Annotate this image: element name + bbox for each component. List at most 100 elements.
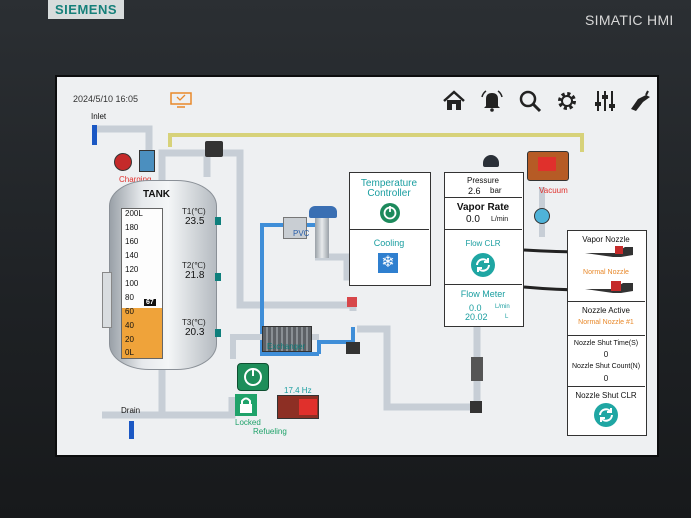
motor-alarm-indicator <box>299 399 317 415</box>
nozzle-divider <box>567 386 645 387</box>
pipe-network <box>95 125 588 419</box>
flow-meter-body <box>471 357 483 381</box>
flow-meter-total: 20.02 <box>465 312 488 322</box>
gauge-tick: 180 <box>125 223 139 232</box>
check-valve-icon[interactable] <box>346 342 360 354</box>
sensor-icon <box>215 273 221 281</box>
heat-exchanger <box>262 326 312 352</box>
readings-panel <box>444 172 524 327</box>
charging-valve-icon[interactable] <box>139 150 155 172</box>
gauge-tick: 200L <box>125 209 143 218</box>
nozzle-active-label: Nozzle Active <box>581 306 631 315</box>
charging-pump-icon[interactable] <box>114 153 132 171</box>
gauge-tick: 60 <box>125 307 134 316</box>
hmi-screen: 2024/5/10 16:05 Inlet Charging <box>55 75 659 457</box>
pvc-label: PVC <box>293 229 310 238</box>
vapor-rate-label: Vapor Rate <box>456 202 510 213</box>
frequency-readout: 17.4 Hz <box>284 386 312 395</box>
tank-level-gauge: 200L 180 160 140 120 100 80 60 40 20 0L <box>121 208 163 359</box>
sensor-icon <box>215 217 221 225</box>
vacuum-alarm-indicator <box>538 157 556 171</box>
control-valve-body <box>315 218 329 258</box>
shut-clr-label: Nozzle Shut CLR <box>575 391 637 400</box>
lock-icon[interactable] <box>235 394 257 416</box>
model-label: SIMATIC HMI <box>585 12 674 28</box>
pump-power-button[interactable] <box>237 363 269 391</box>
inlet-valve-handle[interactable] <box>92 125 97 145</box>
vapor-rate-value: 0.0 <box>466 214 480 225</box>
nozzle-state: Normal Nozzle <box>583 269 629 276</box>
t3-value: 20.3 <box>185 327 205 338</box>
shut-count-label: Nozzle Shut Count(N) <box>571 363 641 370</box>
gauge-tick: 80 <box>125 293 134 302</box>
gauge-tick: 100 <box>125 279 139 288</box>
brand-logo: SIEMENS <box>48 0 124 19</box>
locked-status: Locked <box>235 418 261 427</box>
nozzle-panel <box>567 230 647 436</box>
temp-controller-title-2: Controller <box>367 188 411 199</box>
snowflake-icon[interactable]: ❄ <box>378 253 398 273</box>
t2-label: T2(℃) <box>182 261 206 270</box>
tank-level-fill <box>122 308 162 358</box>
vapor-rate-unit: L/min <box>491 216 509 223</box>
search-icon[interactable] <box>518 89 542 113</box>
pressure-unit: bar <box>490 186 502 195</box>
t2-value: 21.8 <box>185 270 205 281</box>
nozzle-active-value: Normal Nozzle #1 <box>578 319 634 326</box>
shut-time-label: Nozzle Shut Time(S) <box>573 340 639 347</box>
nozzle-shut-clr-button[interactable] <box>594 403 618 427</box>
home-icon[interactable] <box>442 89 466 113</box>
control-valve-actuator-icon[interactable] <box>309 206 337 218</box>
gauge-tick: 40 <box>125 321 134 330</box>
nozzle-divider <box>567 301 645 302</box>
fuel-nozzle-icon[interactable] <box>628 89 652 113</box>
flow-clr-reset-button[interactable] <box>471 253 495 277</box>
readings-divider <box>444 284 522 285</box>
flow-meter-total-unit: L <box>505 314 509 320</box>
nozzle-divider <box>567 335 645 336</box>
temp-controller-title-1: Temperature <box>360 178 418 189</box>
sensor-icon <box>215 329 221 337</box>
flow-meter-rate: 0.0 <box>469 303 482 313</box>
vapor-nozzle-icon <box>585 246 633 257</box>
gauge-tick: 20 <box>125 335 134 344</box>
vapor-sensor-icon <box>534 208 550 224</box>
level-marker: 67 <box>144 299 156 306</box>
pressure-label: Pressure <box>466 176 499 185</box>
tank-side-port <box>102 272 112 328</box>
gauge-tick: 140 <box>125 251 139 260</box>
exchanger-label: Exchanger <box>267 342 306 351</box>
t3-label: T3(℃) <box>182 318 206 327</box>
readings-divider <box>444 229 522 230</box>
vacuum-label: Vacuum <box>539 186 568 195</box>
shut-count-value: 0 <box>603 374 609 383</box>
pressure-valve-icon[interactable] <box>347 297 357 307</box>
charging-status: Charging <box>119 175 152 184</box>
top-valve-icon[interactable] <box>205 141 223 157</box>
fuel-nozzle-handle-icon <box>585 281 633 293</box>
vacuum-pump-icon[interactable] <box>527 151 569 181</box>
alarm-bell-icon[interactable] <box>480 89 504 113</box>
drain-label: Drain <box>121 406 141 415</box>
inlet-label: Inlet <box>91 112 107 121</box>
temp-controller-power-button[interactable] <box>380 203 400 223</box>
pressure-gauge-icon <box>483 155 499 167</box>
gauge-tick: 120 <box>125 265 139 274</box>
t1-label: T1(℃) <box>182 207 206 216</box>
bottom-valve-icon[interactable] <box>470 401 482 413</box>
readings-divider <box>444 197 522 198</box>
flow-meter-rate-unit: L/min <box>495 304 510 310</box>
flow-clr-label: Flow CLR <box>465 239 501 248</box>
sliders-icon[interactable] <box>593 89 617 113</box>
t1-value: 23.5 <box>185 216 205 227</box>
pressure-value: 2.6 <box>468 186 481 196</box>
panel-divider <box>349 229 429 230</box>
tank-title: TANK <box>143 189 171 200</box>
datetime: 2024/5/10 16:05 <box>73 94 139 104</box>
gauge-tick: 0L <box>125 348 134 357</box>
gear-icon[interactable] <box>555 89 579 113</box>
cooling-label: Cooling <box>373 238 405 248</box>
monitor-icon[interactable] <box>170 92 192 108</box>
drain-valve-handle[interactable] <box>129 421 134 439</box>
shut-time-value: 0 <box>603 350 609 359</box>
